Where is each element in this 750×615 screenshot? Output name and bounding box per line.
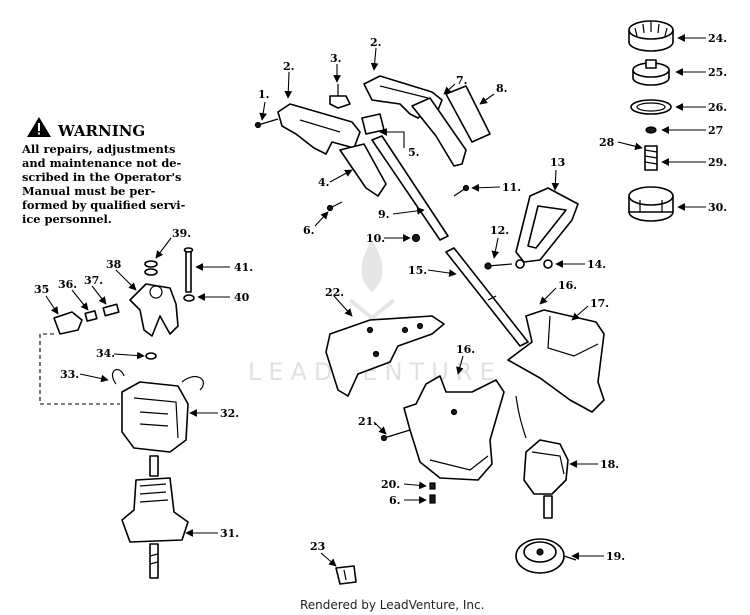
- callout-6b: 6.: [389, 494, 400, 507]
- part-brush-36: [84, 310, 98, 322]
- callout-6a: 6.: [303, 224, 314, 237]
- part-end-bell-38: [129, 283, 179, 337]
- part-bolt-41: [183, 247, 194, 293]
- warning-line-4: Manual must be per-: [22, 184, 156, 198]
- part-handle-half-left: [277, 103, 361, 155]
- part-guard-22: [325, 315, 445, 397]
- callout-26: 26.: [708, 101, 727, 114]
- callout-3: 3.: [330, 52, 341, 65]
- warning-line-2: and maintenance not de-: [22, 156, 182, 170]
- part-nut-10: [411, 233, 421, 243]
- warning-triangle-icon: [27, 117, 51, 137]
- part-lower-shaft: [445, 247, 529, 347]
- callout-labels: 1. 2. 3. 2. 7. 8. 5. 4. 6. 9. 10. 11. 12…: [34, 32, 727, 563]
- warning-line-6: ice personnel.: [22, 212, 112, 226]
- callout-2a: 2.: [283, 60, 294, 73]
- part-ring-26: [630, 99, 672, 115]
- callout-1: 1.: [258, 88, 269, 101]
- callout-38: 38: [106, 258, 122, 271]
- callout-21: 21.: [358, 415, 377, 428]
- warning-line-5: formed by qualified servi-: [22, 198, 186, 212]
- warning-line-1: All repairs, adjustments: [21, 142, 175, 156]
- part-spool-25: [632, 59, 670, 86]
- callout-28: 28: [599, 136, 615, 149]
- part-brush-holder-35: [53, 311, 83, 335]
- callout-15: 15.: [408, 264, 427, 277]
- footer-credit: Rendered by LeadVenture, Inc.: [300, 598, 484, 612]
- part-housing-30: [628, 186, 674, 222]
- callout-31: 31.: [220, 527, 239, 540]
- callout-14: 14.: [587, 258, 606, 271]
- callout-24: 24.: [708, 32, 727, 45]
- callout-5: 5.: [408, 146, 419, 159]
- callout-41: 41.: [234, 261, 253, 274]
- part-screw-21: [380, 429, 411, 442]
- leader-lines: [45, 34, 706, 567]
- part-handle-lower: [339, 143, 387, 197]
- warning-block: WARNING All repairs, adjustments and mai…: [21, 117, 186, 226]
- callout-17: 17.: [590, 297, 609, 310]
- part-cord-clip: [361, 113, 385, 135]
- part-washer-27: [645, 126, 657, 134]
- part-label-plate: [445, 85, 491, 143]
- part-screw-6: [326, 201, 343, 212]
- callout-33: 33.: [60, 368, 79, 381]
- callout-29: 29.: [708, 156, 727, 169]
- callout-19: 19.: [606, 550, 625, 563]
- part-bolt-12: [484, 262, 513, 270]
- callout-32: 32.: [220, 407, 239, 420]
- part-housing-16: [403, 375, 505, 481]
- part-handle-cover: [411, 97, 467, 167]
- callout-39: 39.: [172, 227, 191, 240]
- callout-30: 30.: [708, 201, 727, 214]
- callout-37: 37.: [84, 274, 103, 287]
- part-nut-39: [144, 260, 158, 276]
- part-armature-31: [121, 455, 189, 579]
- callout-12: 12.: [490, 224, 509, 237]
- part-upper-shaft: [371, 135, 449, 241]
- callout-2b: 2.: [370, 36, 381, 49]
- part-assist-handle: [515, 187, 579, 263]
- callout-4: 4.: [318, 176, 329, 189]
- part-spring-37: [102, 303, 120, 317]
- callout-8: 8.: [496, 82, 507, 95]
- part-spring-29: [644, 145, 658, 171]
- callout-40: 40: [234, 291, 250, 304]
- callout-34: 34.: [96, 347, 115, 360]
- callout-10: 10.: [366, 232, 385, 245]
- part-screw-11: [453, 184, 470, 197]
- callout-36: 36.: [58, 278, 77, 291]
- callout-11: 11.: [502, 181, 521, 194]
- part-screw-1: [254, 118, 279, 129]
- part-switch-trigger: [329, 84, 351, 109]
- callout-35: 35: [34, 283, 49, 296]
- callout-13: 13: [550, 156, 565, 169]
- callout-16a: 16.: [558, 279, 577, 292]
- callout-22: 22.: [325, 286, 344, 299]
- callout-18: 18.: [600, 458, 619, 471]
- callout-16b: 16.: [456, 343, 475, 356]
- callout-27: 27: [708, 124, 723, 137]
- part-washer-40: [183, 294, 195, 302]
- callout-7: 7.: [456, 74, 467, 87]
- part-motor-18: [515, 395, 569, 519]
- callout-25: 25.: [708, 66, 727, 79]
- part-clip-23: [335, 565, 357, 585]
- callout-20: 20.: [381, 478, 400, 491]
- callout-23: 23: [310, 540, 325, 553]
- callout-9: 9.: [378, 208, 389, 221]
- part-screw-6b: [429, 494, 436, 504]
- warning-title: WARNING: [57, 122, 145, 140]
- part-housing-17: [507, 309, 605, 413]
- part-field-coil-32: [121, 381, 189, 453]
- part-spool-19: [515, 538, 577, 574]
- warning-line-3: scribed in the Operator's: [22, 170, 181, 184]
- part-cap-24: [628, 20, 674, 52]
- part-wire-33: [39, 333, 204, 405]
- part-nut-34: [145, 352, 157, 360]
- part-knob-14: [515, 259, 553, 269]
- part-screw-20: [429, 482, 436, 490]
